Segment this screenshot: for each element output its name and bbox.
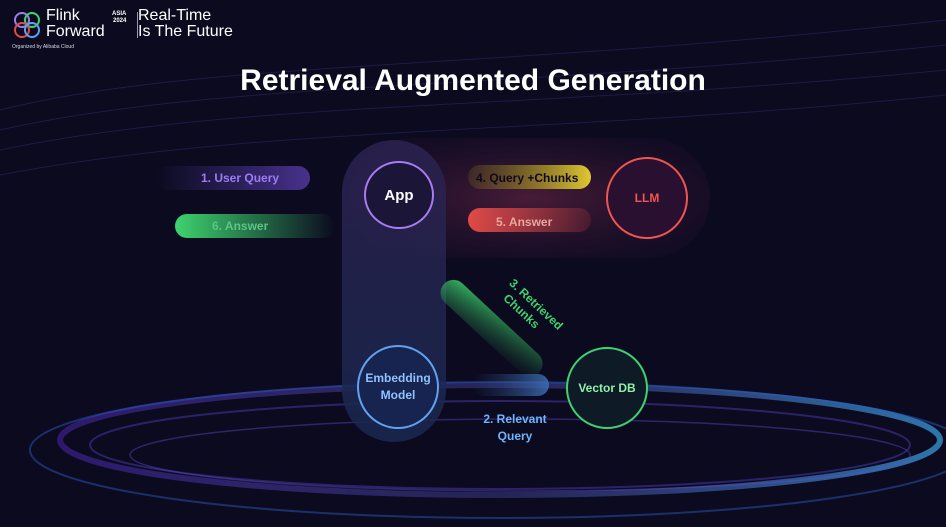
embedding-model-node: Embedding Model: [357, 345, 439, 429]
tagline: Real-Time Is The Future: [138, 8, 233, 40]
vector-db-node: Vector DB: [566, 347, 648, 429]
tagline-line-2: Is The Future: [138, 24, 233, 40]
answer-user-label: 6. Answer: [212, 219, 268, 233]
tagline-line-1: Real-Time: [138, 8, 233, 24]
brand-name: Flink Forward: [46, 8, 105, 40]
app-node: App: [364, 161, 434, 229]
embedding-label-line-2: Model: [381, 387, 416, 404]
llm-node: LLM: [606, 157, 688, 239]
app-node-label: App: [384, 187, 413, 204]
brand-line-1: Flink: [46, 8, 105, 24]
organizer-label: Organized by Alibaba Cloud: [12, 44, 74, 50]
embedding-label-line-1: Embedding: [365, 370, 430, 387]
edition-label: ASIA 2024: [112, 11, 126, 25]
edition-line-2: 2024: [112, 18, 126, 25]
brand-header: Flink Forward ASIA 2024 Real-Time Is The…: [12, 8, 272, 52]
brand-line-2: Forward: [46, 24, 105, 40]
relevant-query-line-2: Query: [468, 428, 562, 445]
llm-node-label: LLM: [635, 191, 660, 205]
relevant-query-pill: [472, 374, 549, 396]
background-ring: [30, 382, 946, 518]
edition-line-1: ASIA: [112, 11, 126, 18]
query-chunks-label: 4. Query +Chunks: [476, 171, 578, 185]
flink-forward-logo-icon: [12, 10, 42, 40]
user-query-label: 1. User Query: [201, 171, 279, 185]
answer-llm-label: 5. Answer: [496, 215, 552, 229]
relevant-query-label: 2. Relevant Query: [468, 411, 562, 445]
vector-db-label: Vector DB: [578, 381, 635, 395]
page-title: Retrieval Augmented Generation: [0, 64, 946, 98]
relevant-query-line-1: 2. Relevant: [468, 411, 562, 428]
